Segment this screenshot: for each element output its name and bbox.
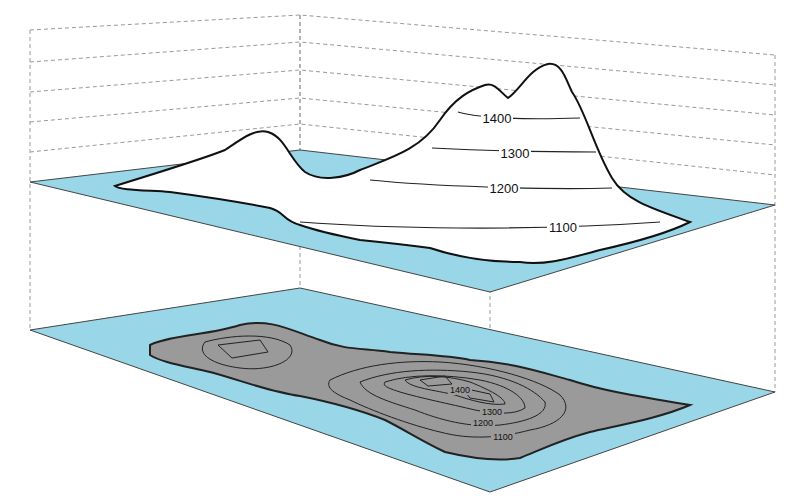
island-map bbox=[150, 323, 690, 460]
contour-height: 1300 bbox=[480, 408, 504, 417]
contour-height: 1200 bbox=[471, 419, 495, 428]
map-contours bbox=[202, 336, 566, 437]
guide-box bbox=[30, 15, 775, 470]
relief-contours bbox=[300, 112, 660, 228]
contour-height: 1400 bbox=[481, 112, 514, 125]
contour-height: 1200 bbox=[488, 182, 521, 195]
contour-height: 1100 bbox=[491, 433, 514, 442]
contour-height: 1300 bbox=[499, 147, 532, 160]
mountain-relief bbox=[115, 64, 690, 263]
lower-plane bbox=[30, 288, 775, 492]
contour-height: 1100 bbox=[547, 221, 579, 234]
contour-height: 1400 bbox=[448, 386, 472, 395]
